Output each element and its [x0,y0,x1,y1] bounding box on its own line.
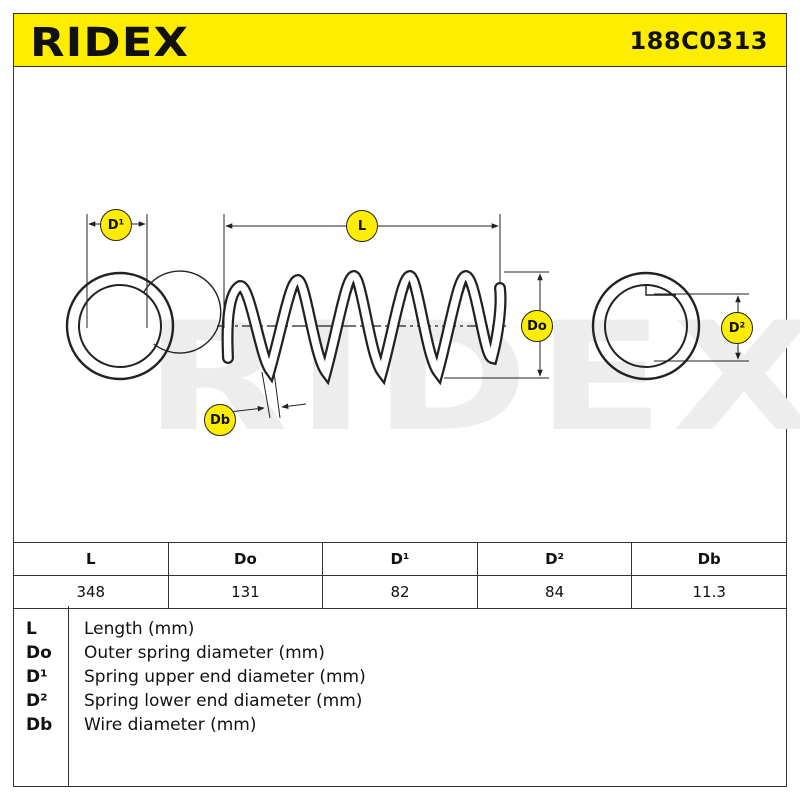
legend-description: Spring upper end diameter (mm) [84,667,366,687]
spec-header-cell: Db [631,542,787,576]
legend-description: Outer spring diameter (mm) [84,643,325,663]
spec-value-row: 348 131 82 84 11.3 [13,575,787,609]
spec-header-row: L Do D¹ D² Db [13,542,787,576]
legend-key: Db [26,715,53,735]
legend-key: Do [26,643,52,663]
legend: L Length (mm) Do Outer spring diameter (… [13,606,787,787]
brand-logo: RIDEX [30,20,190,66]
upper-end-view [65,214,222,381]
label-d2: D² [721,312,753,344]
legend-description: Wire diameter (mm) [84,715,257,735]
spec-header-cell: L [13,542,169,576]
spec-header-cell: D² [476,542,633,576]
spec-value-cell: 82 [322,575,478,609]
legend-description: Length (mm) [84,619,195,639]
spec-value-cell: 131 [167,575,324,609]
header-bar: RIDEX 188C0313 [14,14,786,67]
legend-key: D¹ [26,667,48,687]
spec-value-cell: 11.3 [631,575,787,609]
legend-key: D² [26,691,48,711]
spec-value-cell: 84 [476,575,633,609]
lower-end-view [591,271,749,381]
legend-key: L [26,619,37,639]
spec-table: L Do D¹ D² Db 348 131 82 84 11.3 [13,542,787,609]
label-wire-diameter: Db [204,404,236,436]
spec-header-cell: D¹ [322,542,478,576]
technical-drawing: RIDEX [14,66,800,542]
legend-description: Spring lower end diameter (mm) [84,691,363,711]
label-length: L [346,210,378,242]
spring-diagram [65,214,749,419]
label-d1: D¹ [100,209,132,241]
part-number: 188C0313 [629,27,768,55]
legend-divider [68,606,69,786]
spec-header-cell: Do [167,542,324,576]
label-outer-diameter: Do [521,310,553,342]
spec-value-cell: 348 [13,575,169,609]
spring-side-view [217,214,549,419]
